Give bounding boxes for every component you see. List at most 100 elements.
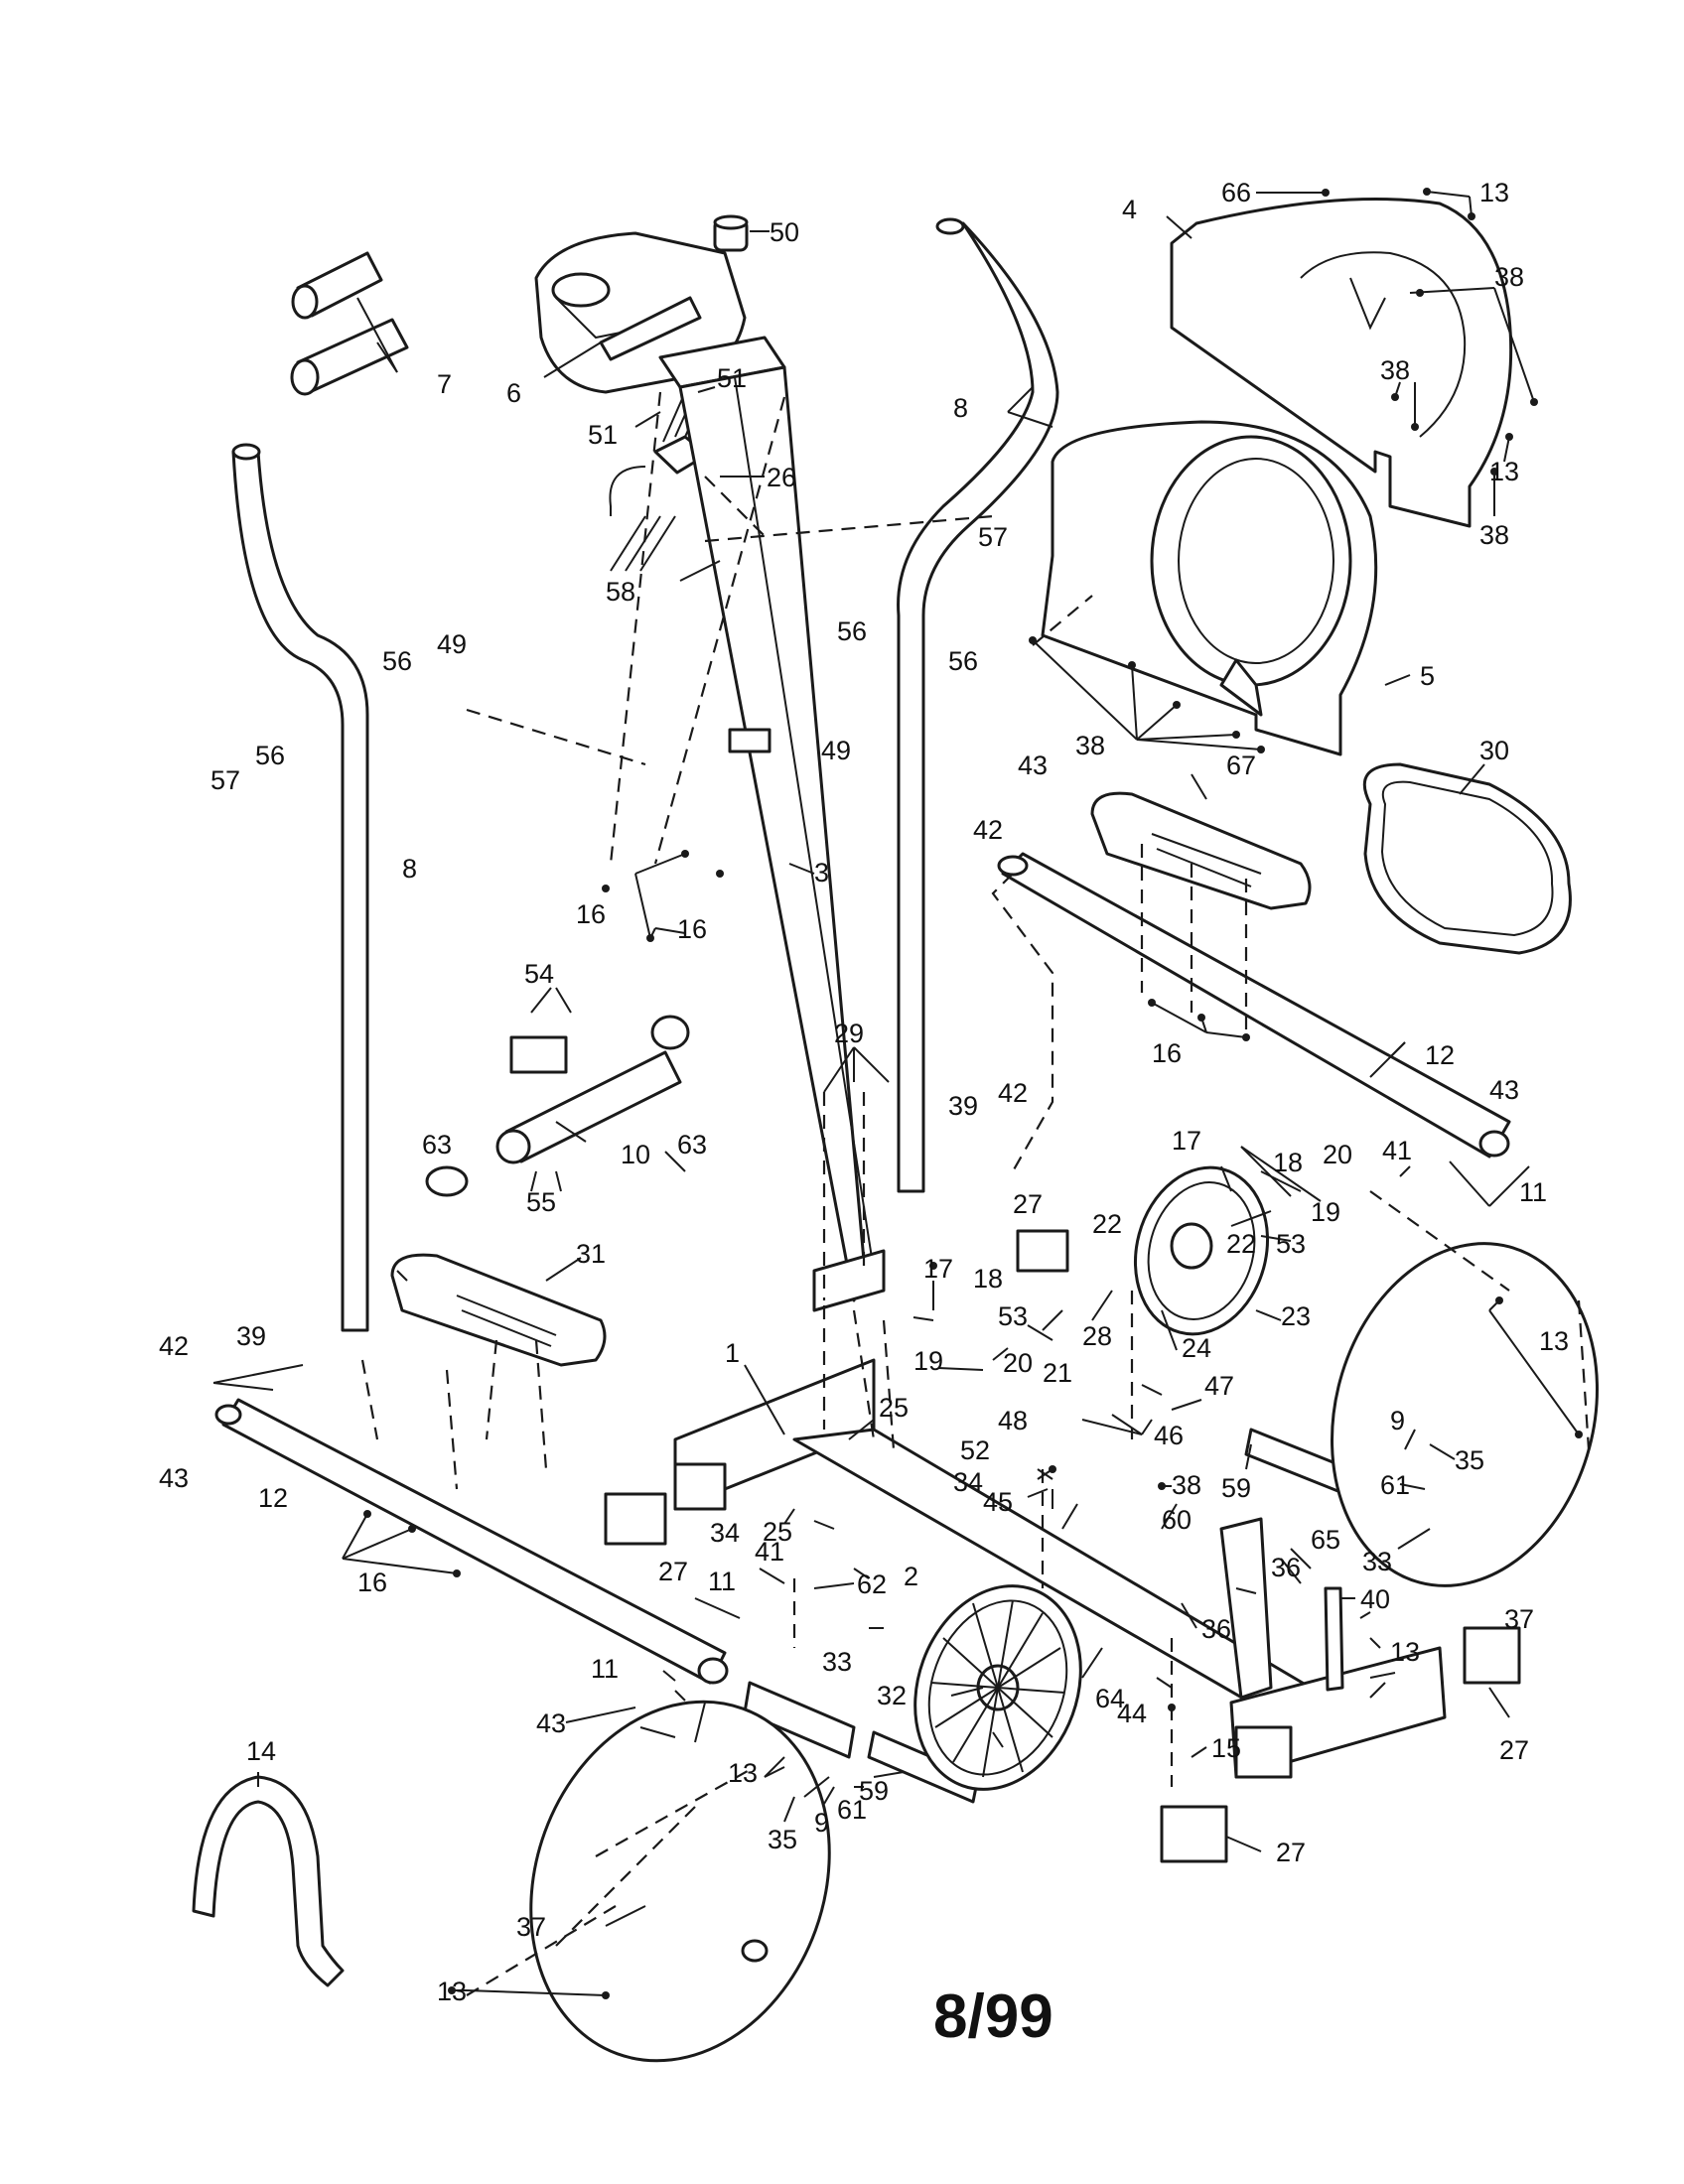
- part-12-pedal-arm-right: [997, 852, 1511, 1159]
- part-14-guide: [192, 1775, 345, 1987]
- callout-13: 13: [728, 1758, 758, 1788]
- callout-51: 51: [588, 420, 618, 450]
- callout-66: 66: [1221, 178, 1251, 207]
- callout-31: 31: [576, 1239, 606, 1269]
- callout-4: 4: [1122, 195, 1137, 224]
- part-3-upright: [658, 336, 875, 1302]
- part-30-belt: [1362, 762, 1572, 955]
- callout-41: 41: [1382, 1136, 1412, 1165]
- callout-13: 13: [1489, 457, 1519, 486]
- callout-19: 19: [1311, 1197, 1340, 1227]
- callout-27: 27: [1013, 1189, 1043, 1219]
- callout-42: 42: [998, 1078, 1028, 1108]
- callout-1: 1: [725, 1338, 740, 1368]
- callout-35: 35: [768, 1825, 797, 1854]
- callout-27: 27: [1276, 1838, 1306, 1867]
- callout-43: 43: [1489, 1075, 1519, 1105]
- part-7-grips: [290, 251, 409, 396]
- callout-49: 49: [437, 629, 467, 659]
- callout-59: 59: [1221, 1473, 1251, 1503]
- callout-17: 17: [923, 1254, 953, 1284]
- part-50-knob: [713, 214, 749, 252]
- part-12-pedal-arm-left: [214, 1398, 729, 1685]
- callout-56: 56: [382, 646, 412, 676]
- callout-27: 27: [658, 1557, 688, 1586]
- callout-30: 30: [1479, 736, 1509, 765]
- callout-11: 11: [708, 1567, 736, 1596]
- callout-56: 56: [948, 646, 978, 676]
- callout-27: 27: [1499, 1735, 1529, 1765]
- callout-52: 52: [960, 1435, 990, 1465]
- callout-21: 21: [1043, 1358, 1072, 1388]
- callout-59: 59: [859, 1776, 889, 1806]
- part-32-flywheel: [913, 1584, 1082, 1791]
- callout-57: 57: [978, 522, 1008, 552]
- callout-40: 40: [1360, 1584, 1390, 1614]
- callout-25: 25: [879, 1393, 909, 1423]
- callout-labels: 66 13 4 38 38 13 38 50 6 7 51 51 26 58 8…: [159, 178, 1569, 2006]
- callout-5: 5: [1420, 661, 1435, 691]
- callout-12: 12: [1425, 1040, 1455, 1070]
- callout-38: 38: [1172, 1470, 1201, 1500]
- callout-33: 33: [1362, 1547, 1392, 1576]
- callout-58: 58: [606, 577, 635, 607]
- part-8-left-arm: [231, 443, 369, 1332]
- callout-37: 37: [1504, 1604, 1534, 1634]
- callout-63: 63: [677, 1130, 707, 1160]
- callout-38: 38: [1380, 355, 1410, 385]
- callout-45: 45: [983, 1487, 1013, 1517]
- callout-13: 13: [1479, 178, 1509, 207]
- callout-55: 55: [526, 1187, 556, 1217]
- callout-7: 7: [437, 369, 452, 399]
- callout-34: 34: [710, 1518, 740, 1548]
- callout-29: 29: [834, 1019, 864, 1048]
- callout-20: 20: [1003, 1348, 1033, 1378]
- callout-25: 25: [763, 1517, 792, 1547]
- callout-42: 42: [973, 815, 1003, 845]
- part-8-right-arm: [897, 217, 1059, 1193]
- assembly-dashed-lines: [360, 391, 1591, 1996]
- callout-22: 22: [1092, 1209, 1122, 1239]
- callout-15: 15: [1211, 1733, 1241, 1763]
- callout-42: 42: [159, 1331, 189, 1361]
- callout-65: 65: [1311, 1525, 1340, 1555]
- callout-67: 67: [1226, 751, 1256, 780]
- callout-26: 26: [767, 463, 796, 492]
- callout-8: 8: [953, 393, 968, 423]
- callout-49: 49: [821, 736, 851, 765]
- callout-13: 13: [437, 1977, 467, 2006]
- callout-28: 28: [1082, 1321, 1112, 1351]
- callout-63: 63: [422, 1130, 452, 1160]
- callout-43: 43: [159, 1463, 189, 1493]
- callout-33: 33: [822, 1647, 852, 1677]
- callout-60: 60: [1162, 1505, 1192, 1535]
- callout-62: 62: [857, 1570, 887, 1599]
- part-23-pulley: [1133, 1165, 1270, 1336]
- callout-14: 14: [246, 1736, 276, 1766]
- callout-57: 57: [210, 765, 240, 795]
- callout-16: 16: [576, 899, 606, 929]
- callout-20: 20: [1323, 1140, 1352, 1169]
- part-31-pedal-left: [390, 1253, 607, 1367]
- callout-38: 38: [1479, 520, 1509, 550]
- part-37-disk-left: [529, 1700, 831, 2063]
- callout-61: 61: [1380, 1470, 1410, 1500]
- part-10-axle: [425, 1015, 690, 1197]
- part-shapes: [192, 198, 1599, 2063]
- callout-36: 36: [1201, 1614, 1231, 1644]
- callout-9: 9: [1390, 1406, 1405, 1435]
- callout-23: 23: [1281, 1301, 1311, 1331]
- callout-39: 39: [948, 1091, 978, 1121]
- part-27-caps: [604, 1229, 1521, 1863]
- callout-46: 46: [1154, 1421, 1184, 1450]
- callout-43: 43: [1018, 751, 1048, 780]
- callout-16: 16: [677, 914, 707, 944]
- callout-53: 53: [998, 1301, 1028, 1331]
- page-number: 8/99: [933, 1982, 1053, 2051]
- leader-lines: [212, 191, 1580, 1996]
- callout-19: 19: [913, 1346, 943, 1376]
- callout-39: 39: [236, 1321, 266, 1351]
- callout-13: 13: [1390, 1637, 1420, 1667]
- callout-11: 11: [1519, 1177, 1547, 1207]
